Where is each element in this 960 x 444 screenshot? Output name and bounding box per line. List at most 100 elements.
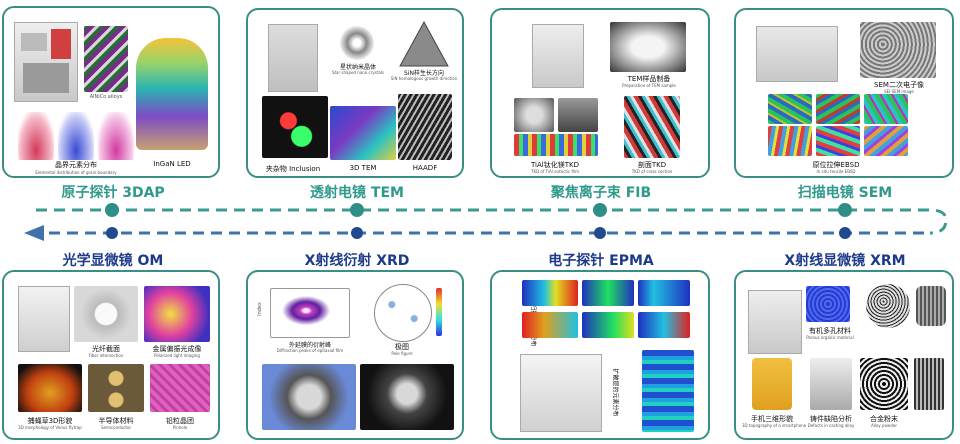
needle-subcaption: Pinhole <box>172 425 188 430</box>
secondary-caption: SEM二次电子像 <box>874 81 924 89</box>
alnico-image <box>84 26 128 92</box>
xrd-instrument-1 <box>262 364 356 430</box>
title-3dap: 原子探针 3DAP <box>61 185 165 201</box>
tkd-subcaption: TKD of cross section <box>631 169 673 174</box>
tem3d-image <box>330 106 396 160</box>
epma-instrument-image <box>520 354 602 432</box>
pole-figure-image <box>374 284 432 342</box>
fiber-subcaption: Fiber intersection <box>88 353 124 358</box>
ebsd-subcaption: In situ tensile EBSD <box>816 169 856 174</box>
pole-caption: 极图 <box>395 343 409 351</box>
prep-subcaption: Preparation of TEM sample <box>622 83 676 88</box>
xrm-instrument-image <box>748 290 802 354</box>
semi-image <box>88 364 144 412</box>
haadf-image <box>398 94 452 160</box>
process-flow <box>24 203 948 241</box>
xrd-instrument-2 <box>360 364 454 430</box>
flow-line-top <box>36 208 948 235</box>
ebsd-map-6 <box>864 126 908 156</box>
tem-sample-image <box>610 22 686 72</box>
elements-caption: 晶界元素分布 <box>55 161 97 169</box>
tki-sem-image-1 <box>514 98 554 132</box>
sige-triangle-image <box>399 20 449 67</box>
title-xrd: X射线衍射 XRD <box>304 253 410 269</box>
ebsd-map-1 <box>768 94 812 124</box>
elements-image-2 <box>58 112 94 160</box>
card-xrm: 有机多孔材料 Porous organic material 手机三维形貌 3D… <box>734 270 954 440</box>
ebsd-map-4 <box>768 126 812 156</box>
card-epma: 面扫描的元素分布 扩散层的元素分布 <box>490 270 710 440</box>
card-sem: SEM二次电子像 SEI SEM image 原位拉伸EBSD In situ … <box>734 8 954 178</box>
card-om: 光纤截面 Fiber intersection 金属偏振光成像 Polarize… <box>2 270 220 440</box>
sige-caption: SiN样生长方向 <box>404 70 444 77</box>
node-fib <box>593 203 607 217</box>
tki-caption: TiAl钛化镁TKD <box>531 161 579 169</box>
sem-instrument-image <box>756 26 838 82</box>
polar-caption: 金属偏振光成像 <box>152 345 202 353</box>
epma-line-image <box>642 350 694 432</box>
led-caption: InGaN LED <box>153 160 191 168</box>
fib-instrument-image <box>532 24 584 88</box>
fiber-caption: 光纤截面 <box>92 345 120 353</box>
card-fib: TEM样品制备 Preparation of TEM sample TiAl钛化… <box>490 8 710 178</box>
node-xrd <box>351 227 363 239</box>
plant-caption: 捕蝇草3D形貌 <box>27 417 73 425</box>
organic-caption: 有机多孔材料 <box>809 327 851 335</box>
node-xrm <box>839 227 851 239</box>
tki-subcaption: TKD of TiAl eutectic film <box>531 169 579 174</box>
node-tem <box>350 203 364 217</box>
needle-caption: 铅粒晶团 <box>166 417 194 425</box>
om-instrument-image <box>18 286 70 352</box>
inclusion-caption: 夹杂物 Inclusion <box>265 165 321 173</box>
secondary-subcaption: SEI SEM image <box>884 89 914 94</box>
powder-caption: 合金粉末 <box>870 415 898 423</box>
inclusion-image <box>262 96 328 158</box>
node-3dap <box>105 203 119 217</box>
prep-caption: TEM样品制备 <box>627 75 671 83</box>
phone-caption: 手机三维形貌 <box>751 415 793 423</box>
polar-subcaption: Polarized light imaging <box>154 353 200 358</box>
epma-map-1 <box>522 280 578 306</box>
instrument-image <box>14 22 78 102</box>
title-om: 光学显微镜 OM <box>62 253 164 269</box>
card-xrd: Index 外延膜的衍射峰 Diffraction peaks of epita… <box>246 270 464 440</box>
peak-caption: 外延膜的衍射峰 <box>288 342 331 349</box>
organic-image <box>806 286 850 322</box>
ebsd-caption: 原位拉伸EBSD <box>812 161 860 169</box>
pole-colorbar <box>436 288 442 336</box>
ebsd-map-2 <box>816 94 860 124</box>
powder-subcaption: Alloy powder <box>871 423 897 428</box>
organic-subcaption: Porous organic material <box>806 335 854 340</box>
xrd-peak-image <box>270 288 350 338</box>
fiber-image <box>74 286 138 342</box>
plant-subcaption: 3D morphology of Venus flytrap <box>18 425 82 430</box>
node-sem <box>838 203 852 217</box>
pole-subcaption: Pole figure <box>391 351 413 356</box>
xrm-cylinder-image <box>916 286 946 326</box>
star-crystal-image <box>340 26 374 60</box>
flow-arrowhead <box>24 225 44 241</box>
sige-subcaption: SiN homologous growth direction <box>390 76 458 81</box>
alnico-label: AlNiCo alloys <box>89 94 123 100</box>
defect-caption: 铸件缺陷分析 <box>810 415 852 423</box>
epma-map-5 <box>582 312 634 338</box>
xrd-axis-label: Index <box>257 302 263 316</box>
phone-subcaption: 3D topography of a smartphone <box>742 423 807 428</box>
tem-instrument-image <box>268 24 318 92</box>
powder-cylinder-image <box>914 358 944 410</box>
tki-map-image <box>514 134 598 156</box>
elements-image-3 <box>98 112 134 160</box>
title-sem: 扫描电镜 SEM <box>797 185 893 201</box>
led-image <box>136 38 208 150</box>
xrm-sphere-image <box>866 284 910 328</box>
peak-subcaption: Diffraction peaks of epitaxial film <box>276 348 344 353</box>
needle-image <box>150 364 210 412</box>
tem3d-caption: 3D TEM <box>349 164 377 172</box>
nanocrystal-subcaption: Star shaped nano crystals <box>331 70 385 75</box>
ebsd-map-5 <box>816 126 860 156</box>
ebsd-map-3 <box>864 94 908 124</box>
title-epma: 电子探针 EPMA <box>548 253 654 269</box>
semi-subcaption: Semiconductor <box>100 425 132 430</box>
title-tem: 透射电镜 TEM <box>310 185 404 201</box>
powder-image <box>860 358 908 410</box>
